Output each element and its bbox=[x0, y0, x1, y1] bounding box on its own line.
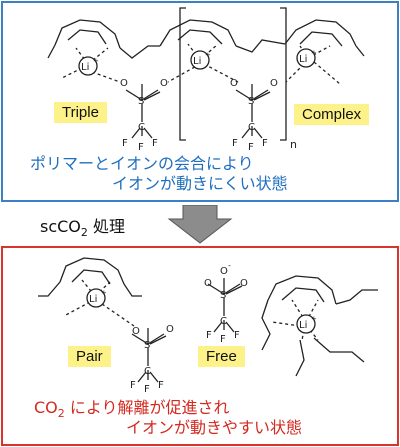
f-label: F bbox=[232, 138, 238, 149]
li-charge: + bbox=[311, 315, 317, 323]
s-label: S bbox=[248, 96, 254, 107]
s-label: S bbox=[138, 96, 144, 107]
o-minus-label: O bbox=[220, 266, 228, 277]
li-charge: + bbox=[101, 289, 107, 297]
li-label: Li bbox=[89, 294, 97, 305]
free-polymer bbox=[261, 275, 378, 377]
f-label: F bbox=[152, 138, 158, 149]
c-label: C bbox=[138, 122, 145, 133]
o-label: O bbox=[166, 324, 174, 335]
bottom-caption-line1: CO2 により解離が促進され bbox=[34, 398, 230, 424]
top-caption-line2: イオンが動きにくい状態 bbox=[112, 174, 288, 193]
f-label: F bbox=[122, 138, 128, 149]
label-free: Free bbox=[198, 346, 245, 367]
f-label: F bbox=[130, 380, 136, 391]
f-label: F bbox=[144, 384, 150, 395]
step-prefix: scCO bbox=[40, 217, 81, 236]
f-label: F bbox=[248, 142, 254, 153]
o-label: O bbox=[270, 78, 278, 89]
label-triple: Triple bbox=[54, 102, 107, 123]
c-label: C bbox=[220, 316, 227, 327]
c-label: C bbox=[248, 122, 255, 133]
li-charge: + bbox=[311, 49, 317, 57]
free-li-ion bbox=[296, 314, 316, 334]
down-arrow-icon bbox=[167, 205, 233, 244]
repeat-bracket bbox=[179, 7, 287, 141]
pair-structure bbox=[38, 257, 142, 327]
label-complex: Complex bbox=[294, 104, 370, 125]
step-subscript: 2 bbox=[80, 226, 88, 240]
top-li-ions bbox=[78, 48, 316, 76]
step-suffix: 処理 bbox=[87, 217, 125, 236]
bottom-caption-line2: イオンが動きやすい状態 bbox=[126, 418, 303, 437]
f-label: F bbox=[220, 334, 226, 345]
c-label: C bbox=[144, 366, 151, 377]
top-caption-line1: ポリマーとイオンの会合により bbox=[30, 154, 254, 173]
repeat-subscript: n bbox=[290, 138, 297, 151]
li-label: Li bbox=[299, 320, 307, 331]
top-polymer-chain bbox=[47, 19, 365, 85]
li-label: Li bbox=[299, 54, 307, 65]
f-label: F bbox=[206, 330, 212, 341]
minus-charge: - bbox=[228, 261, 231, 270]
pair-li-ion bbox=[86, 288, 106, 308]
atom-labels: Li + Li + Li + Li + Li + S C S C S C S C… bbox=[81, 49, 317, 395]
o-label: O bbox=[240, 278, 248, 289]
o-label: O bbox=[120, 78, 128, 89]
s-label: S bbox=[220, 290, 226, 301]
li-charge: + bbox=[205, 51, 211, 59]
top-panel bbox=[1, 1, 399, 202]
bottom-panel bbox=[1, 246, 399, 446]
label-pair: Pair bbox=[68, 346, 111, 367]
li-label: Li bbox=[81, 62, 89, 73]
o-label: O bbox=[230, 78, 238, 89]
f-label: F bbox=[138, 142, 144, 153]
o-label: O bbox=[132, 326, 140, 337]
f-label: F bbox=[158, 380, 164, 391]
s-label: S bbox=[144, 340, 150, 351]
f-label: F bbox=[262, 138, 268, 149]
li-label: Li bbox=[193, 56, 201, 67]
caption-suffix: により解離が促進され bbox=[64, 398, 230, 417]
co2-subscript: 2 bbox=[57, 407, 65, 421]
o-label: O bbox=[160, 78, 168, 89]
f-label: F bbox=[234, 330, 240, 341]
step-label: scCO2 処理 bbox=[40, 213, 125, 239]
o-label: O bbox=[204, 278, 212, 289]
li-charge: + bbox=[93, 57, 99, 65]
co2-prefix: CO bbox=[34, 398, 58, 417]
